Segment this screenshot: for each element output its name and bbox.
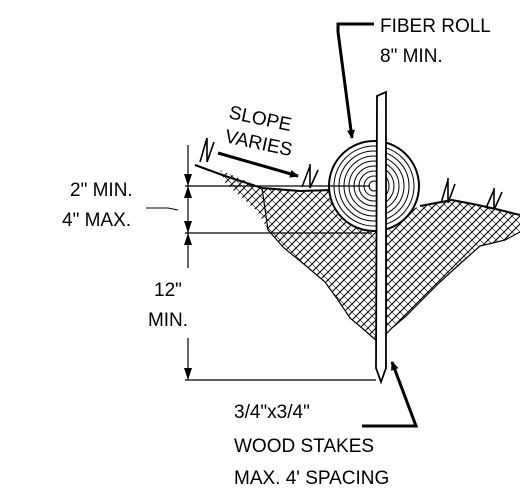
stake-spacing-label: MAX. 4' SPACING bbox=[234, 468, 389, 489]
depth-min-label: 2" MIN. bbox=[70, 180, 133, 201]
slope-arrow bbox=[217, 151, 299, 178]
fiber-roll-label: FIBER ROLL bbox=[380, 16, 491, 37]
depth-max-label: 4" MAX. bbox=[62, 210, 131, 231]
stake-type-label: WOOD STAKES bbox=[234, 436, 374, 457]
wood-stake bbox=[375, 90, 387, 385]
ground-surface-line bbox=[194, 164, 333, 193]
fiber-roll-leader bbox=[336, 22, 374, 139]
dimension-arrowheads bbox=[184, 174, 192, 380]
soil-hatch bbox=[220, 170, 520, 340]
wood-stake-leader bbox=[362, 361, 419, 428]
dimension-lines bbox=[146, 145, 376, 381]
trench-depth-label: 12" bbox=[154, 280, 182, 301]
fiber-roll-size-label: 8" MIN. bbox=[380, 46, 443, 67]
grass-tuft-icon bbox=[199, 137, 503, 211]
stake-size-label: 3/4"x3/4" bbox=[234, 402, 310, 423]
fiber-roll bbox=[328, 140, 420, 232]
trench-min-label: MIN. bbox=[148, 310, 188, 331]
